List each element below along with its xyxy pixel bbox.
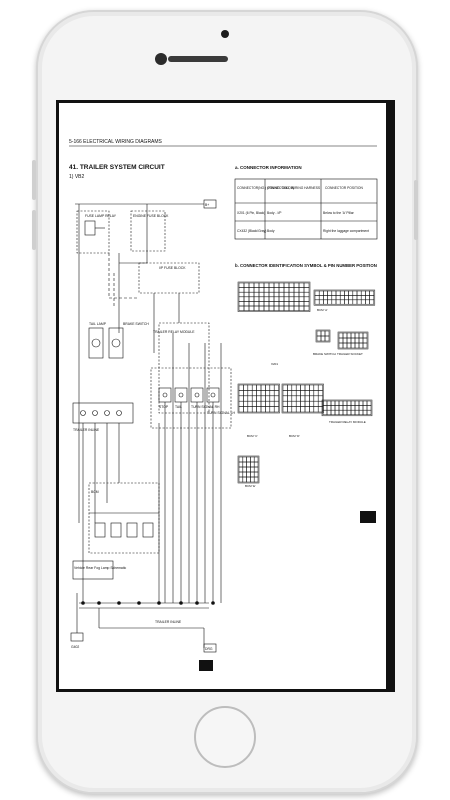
connector-pin (273, 406, 279, 413)
front-camera-icon (155, 53, 167, 65)
table-header: CONNECTOR POSITION (325, 186, 363, 190)
connector-outline (321, 399, 373, 417)
label-trailer-inline: TRAILER INLINE (73, 428, 100, 432)
connector-outline (315, 329, 331, 343)
connector-label: X201 (271, 362, 278, 366)
home-button[interactable] (194, 706, 256, 768)
connector-pin (317, 406, 323, 413)
table-cell: Body - I/P (267, 211, 282, 215)
volume-up-button[interactable] (32, 160, 36, 200)
section-title: 41. TRAILER SYSTEM CIRCUIT (69, 164, 165, 171)
label-stop: STOP (159, 405, 169, 409)
label-brake-switch: BRAKE SWITCH (123, 322, 149, 326)
section-subtitle: 1) VB2 (69, 174, 85, 180)
connector-label: BCM 'D' (289, 434, 300, 438)
label-fuse-lamp-relay: FUSE LAMP RELAY (85, 214, 117, 218)
connector-label: BRAKE SWITCH (313, 352, 336, 356)
connector-outline (281, 383, 324, 414)
connector-outline (337, 331, 369, 350)
connector-pin (362, 342, 368, 349)
connector-outline (313, 289, 376, 306)
ground-end-tag: DRG (205, 647, 213, 651)
table-cell: CX432 (Black/Gray) (237, 229, 266, 233)
page-marker (360, 511, 376, 523)
label-turn-lh: TURN SIGNAL LH (207, 411, 235, 415)
label-turn-rh: TURN SIGNAL RH (191, 405, 220, 409)
label-ip-fuse-block: I/P FUSE BLOCK (159, 266, 186, 270)
label-engine-fuse-block: ENGINE FUSE BLOCK (133, 214, 169, 218)
label-trailer-inline-bottom: TRAILER INLINE (155, 620, 182, 624)
connector-pin (324, 335, 330, 342)
trailer-schematic (70, 199, 232, 653)
connector-label: BCM 'A' (317, 308, 328, 312)
connector-label: TRAILER SOCKET (337, 352, 363, 356)
earpiece-speaker (168, 56, 228, 62)
table-cell: Body (267, 229, 275, 233)
connector-pin (303, 305, 310, 311)
label-bcm: BCM (91, 490, 99, 494)
connector-label: BCM 'C' (247, 434, 258, 438)
connector-diagrams (237, 281, 376, 484)
connector-ident-title: b. CONNECTOR IDENTIFICATION SYMBOL & PIN… (235, 263, 377, 268)
connector-info-title: a. CONNECTOR INFORMATION (235, 165, 302, 170)
connector-outline (237, 281, 311, 312)
wiring-diagram-page: 5-166 ELECTRICAL WIRING DIAGRAMS 41. TRA… (59, 103, 392, 689)
label-trailer-relay-module: TRAILER RELAY MODULE (153, 330, 195, 334)
connector-info-table: CONNECTOR(NO.) (PIN NO. COLOR) CONNECTIN… (234, 178, 378, 240)
screen-edge (386, 103, 392, 689)
page-marker (199, 660, 213, 671)
label-tail-lamp: TAIL LAMP (89, 322, 107, 326)
table-header: CONNECTOR(NO.) (PIN NO. COLOR) (237, 186, 294, 190)
connector-outline (237, 455, 260, 484)
table-cell: Below to the 'A' Pillar (323, 211, 355, 215)
page-header: 5-166 ELECTRICAL WIRING DIAGRAMS (69, 139, 163, 145)
connector-pin (366, 409, 372, 416)
connector-label: TRAILER RELAY MODULE (329, 420, 366, 424)
volume-down-button[interactable] (32, 210, 36, 250)
connector-pin (253, 476, 259, 483)
connector-pin (369, 299, 375, 305)
power-button[interactable] (414, 180, 418, 240)
ground-tag: G402 (71, 645, 79, 649)
proximity-sensor (221, 30, 229, 38)
battery-tag: B+ (205, 203, 209, 207)
connector-outline (237, 383, 280, 414)
label-tail: TAIL (175, 405, 182, 409)
connector-label: BCM 'E' (245, 484, 256, 488)
label-vehicle-fog: Vehicle Rear Fog Lamp Schematic (74, 566, 127, 570)
table-cell: Right the luggage compartment (323, 229, 369, 233)
table-cell: X201 (6 Pin, Black) (237, 211, 265, 215)
table-header: CONNECTING, WIRING HARNESS (267, 186, 321, 190)
phone-screen: 5-166 ELECTRICAL WIRING DIAGRAMS 41. TRA… (56, 100, 395, 692)
